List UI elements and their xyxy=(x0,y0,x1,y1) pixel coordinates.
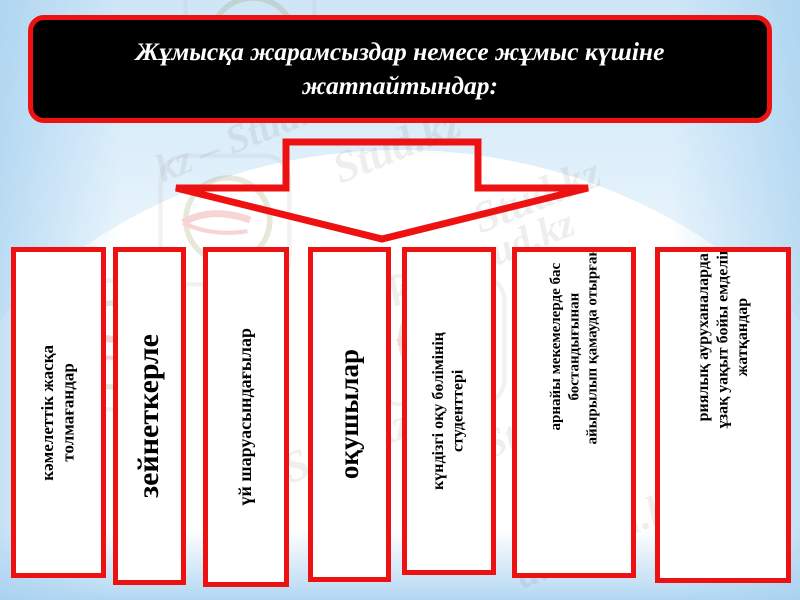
category-label-pupils: оқушылар xyxy=(334,349,365,480)
category-box-minors[interactable]: кәмелеттік жасқа толмағандар xyxy=(11,247,106,578)
category-label-minors: кәмелеттік жасқа толмағандар xyxy=(37,344,78,481)
category-box-pensioners[interactable]: зейнеткерле xyxy=(113,247,186,585)
category-box-homemakers[interactable]: үй шаруасындағылар xyxy=(203,247,289,587)
title-line-2: жатпайтындар: xyxy=(302,71,498,100)
category-box-pupils[interactable]: оқушылар xyxy=(308,247,391,582)
down-arrow-icon xyxy=(175,138,589,243)
category-label-full-time-students: күндізгі оқу бөлімінің студенттері xyxy=(430,332,467,490)
category-label-homemakers: үй шаруасындағылар xyxy=(235,328,256,506)
category-label-pensioners: зейнеткерле xyxy=(132,334,166,498)
title-banner: Жұмысқа жарамсыздар немесе жұмыс күшіне … xyxy=(28,15,772,123)
category-box-long-term-hospital-patients[interactable]: риялық ауруханаларда ұзақ уақыт бойы емд… xyxy=(655,247,791,583)
category-box-full-time-students[interactable]: күндізгі оқу бөлімінің студенттері xyxy=(402,247,496,575)
category-label-incarcerated: арнайы мекемелерде бас бостандығынан айы… xyxy=(547,248,601,445)
category-label-long-term-hospital-patients: риялық ауруханаларда ұзақ уақыт бойы емд… xyxy=(694,247,751,429)
title-line-1: Жұмысқа жарамсыздар немесе жұмыс күшіне xyxy=(135,37,665,67)
page-title: Жұмысқа жарамсыздар немесе жұмыс күшіне … xyxy=(110,35,691,103)
category-box-incarcerated[interactable]: арнайы мекемелерде бас бостандығынан айы… xyxy=(512,247,636,578)
